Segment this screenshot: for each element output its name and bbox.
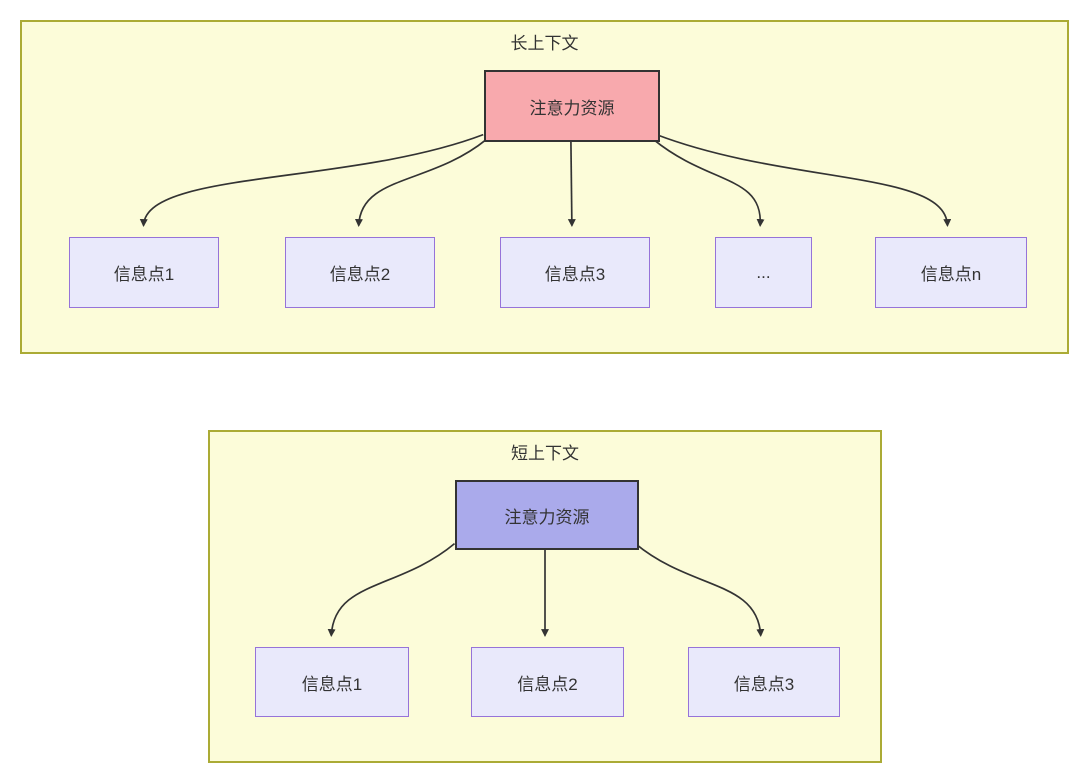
attention-resource-node: 注意力资源	[455, 480, 639, 550]
arrow	[634, 542, 765, 638]
long-context-panel: 长上下文 注意力资源 信息点1 信息点2 信息点3 ... 信息点n	[20, 20, 1069, 354]
info-point-label: 信息点3	[733, 674, 795, 694]
info-point-label: ...	[756, 262, 771, 282]
info-point-label: 信息点n	[920, 265, 982, 284]
short-context-panel: 短上下文 注意力资源 信息点1 信息点2 信息点3	[208, 430, 882, 763]
info-point-label: 信息点2	[517, 674, 578, 694]
info-point-label: 信息点2	[329, 265, 391, 284]
info-point-label: 信息点3	[544, 265, 606, 284]
arrow	[139, 133, 484, 228]
info-point-node: 信息点n	[875, 237, 1027, 308]
info-point-node: 信息点3	[500, 237, 650, 308]
info-point-label: 信息点1	[113, 265, 175, 284]
arrow	[354, 138, 487, 228]
attention-resource-label: 注意力资源	[529, 98, 615, 118]
info-point-node: 信息点2	[285, 237, 435, 308]
arrow	[567, 140, 576, 228]
info-point-node: 信息点2	[471, 647, 624, 717]
attention-resource-node: 注意力资源	[484, 70, 660, 142]
attention-resource-label: 注意力资源	[504, 507, 590, 527]
info-point-node: 信息点1	[255, 647, 409, 717]
arrow	[656, 133, 952, 228]
info-point-label: 信息点1	[301, 674, 363, 694]
short-context-title: 短上下文	[511, 444, 579, 463]
long-context-title: 长上下文	[510, 34, 579, 53]
info-point-node-ellipsis: ...	[715, 237, 812, 308]
info-point-node: 信息点3	[688, 647, 840, 717]
arrow	[327, 542, 456, 638]
arrow	[653, 138, 765, 228]
info-point-node: 信息点1	[69, 237, 219, 308]
